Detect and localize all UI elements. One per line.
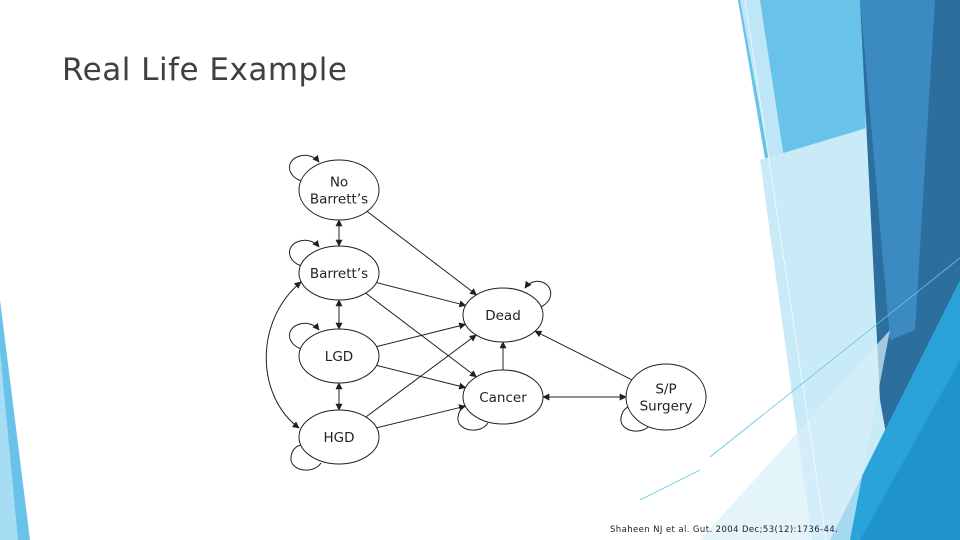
node-label: Surgery [640,399,693,415]
theme-shape [860,0,935,340]
node-label: LGD [325,349,353,365]
node-lgd: LGD [298,328,380,384]
node-label: No [330,175,348,191]
node-label: S/P [655,382,676,398]
edge-hgd-to-dead [365,334,477,418]
node-barretts: Barrett’s [298,245,380,301]
theme-shape [700,330,890,540]
edge-sp_surgery-to-dead [534,330,633,381]
theme-shape [860,360,960,540]
edge-lgd-to-dead [376,322,467,348]
node-label: Barrett’s [310,266,368,282]
node-label: Cancer [479,390,527,406]
theme-line [709,257,960,458]
theme-line [744,0,827,540]
edge-no_barretts-to-dead [366,210,478,296]
node-ellipse [298,159,380,221]
node-ellipse [462,369,544,425]
theme-shape [0,350,18,540]
node-label: HGD [323,430,354,446]
node-label: Barrett’s [310,192,368,208]
slide-title: Real Life Example [62,52,348,88]
node-cancer: Cancer [462,369,544,425]
node-ellipse [298,245,380,301]
citation: Shaheen NJ et al. Gut. 2004 Dec;53(12):1… [610,525,839,535]
self-loop-hgd [290,444,322,471]
node-dead: Dead [462,287,544,343]
node-label: Dead [485,308,521,324]
node-ellipse [298,328,380,384]
node-ellipse [462,287,544,343]
node-hgd: HGD [298,409,380,465]
edge-barretts-to-dead [376,282,467,308]
theme-line [639,469,701,501]
edge-hgd-to-cancer [376,404,467,429]
edge-barretts-to-hgd [265,281,302,429]
node-ellipse [625,363,707,431]
node-ellipse [298,409,380,465]
